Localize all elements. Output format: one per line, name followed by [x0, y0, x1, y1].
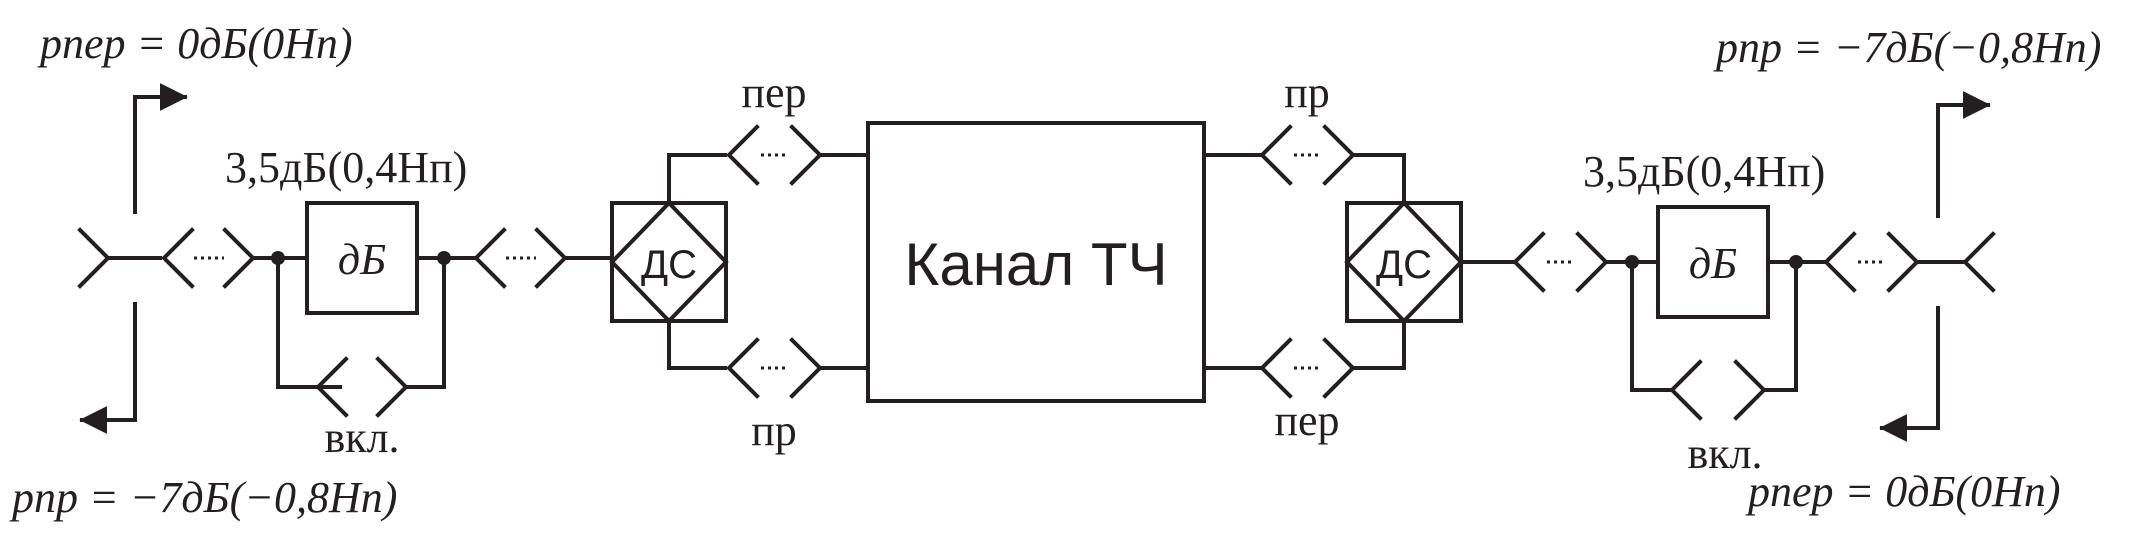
left-attenuator — [305, 201, 419, 315]
level-right-top: pпр = −7дБ(−0,8Нп) — [1713, 23, 2101, 72]
left-attenuator-label: дБ — [338, 235, 386, 284]
right-rx-arrow — [1936, 91, 1991, 119]
right-connector-1 — [1823, 231, 1920, 293]
left-line-terminal — [77, 123, 162, 422]
level-right-bottom: pпер = 0дБ(0Нп) — [1745, 467, 2061, 516]
right-attenuator — [1656, 205, 1770, 319]
left-connector-2 — [473, 227, 568, 289]
right-connector-2 — [1512, 231, 1609, 293]
right-attenuator-label: дБ — [1689, 239, 1737, 288]
right-line-terminal — [1936, 106, 1996, 430]
level-left-top: pпер = 0дБ(0Нп) — [37, 19, 353, 68]
left-bypass — [276, 256, 446, 418]
right-hybrid — [1344, 200, 1464, 324]
channel-box — [866, 121, 1206, 403]
right-tx-connector — [1259, 337, 1356, 399]
right-attenuator-value: 3,5дБ(0,4Нп) — [1583, 147, 1825, 196]
left-tx-arrow — [133, 83, 188, 127]
level-left-bottom: pпр = −7дБ(−0,8Нп) — [9, 473, 397, 522]
right-bypass — [1630, 260, 1798, 421]
left-attenuator-value: 3,5дБ(0,4Нп) — [225, 143, 467, 192]
left-connector-1 — [161, 227, 256, 289]
right-bypass-label: вкл. — [1687, 429, 1762, 478]
right-hybrid-label: ДС — [1376, 243, 1432, 287]
left-hybrid-label: ДС — [641, 243, 697, 287]
left-tx-label: пер — [741, 68, 806, 117]
right-rx-label: пр — [1284, 68, 1330, 117]
right-rx-connector — [1259, 124, 1356, 186]
right-tx-label: пер — [1274, 396, 1339, 445]
left-tx-connector — [726, 124, 823, 186]
channel-label: Канал ТЧ — [904, 231, 1167, 298]
left-bypass-label: вкл. — [324, 413, 399, 462]
left-rx-label: пр — [751, 406, 797, 455]
left-rx-connector — [726, 337, 823, 399]
